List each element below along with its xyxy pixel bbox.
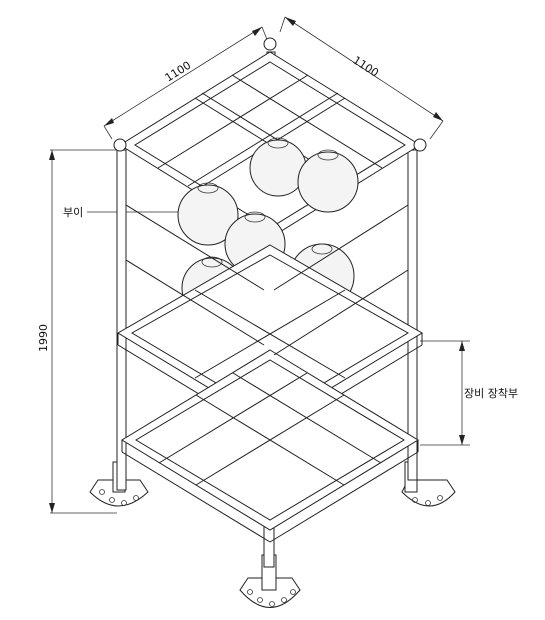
buoy-label: 부이 [63,206,83,219]
bottom-frame [121,349,419,543]
dim-width-right-text: 1100 [350,54,381,80]
buoy-callout: 부이 [63,206,183,219]
dim-equipment-mount: 장비 장착부 [420,340,518,446]
dim-height: 1990 [37,149,117,514]
dim-height-text: 1990 [37,324,50,352]
equipment-mount-label: 장비 장착부 [464,387,518,400]
side-rails [125,204,409,356]
dim-width-left-text: 1100 [163,59,194,85]
